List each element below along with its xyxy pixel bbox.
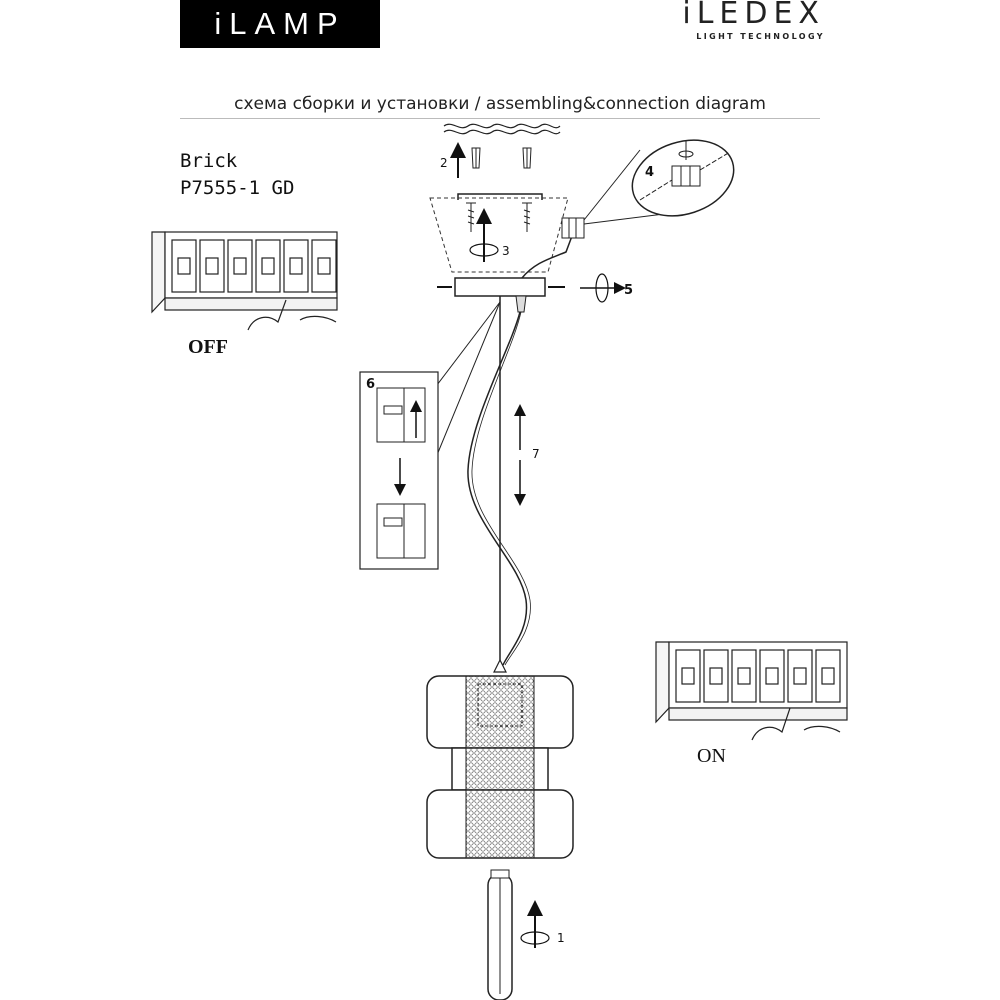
diagram-title: схема сборки и установки / assembling&co… — [234, 94, 766, 114]
cord-grip — [515, 295, 527, 313]
canopy-dashed-outline — [429, 197, 569, 273]
detail-panel-top — [376, 387, 426, 443]
step-2-label: 2 — [440, 156, 448, 170]
switch-on-label: ON — [697, 745, 726, 767]
lamp-socket-cap — [493, 658, 507, 673]
rotate-icon — [520, 931, 550, 945]
ceiling-mount-hatch — [443, 123, 561, 135]
iledex-logo: iLEDEX LIGHT TECHNOLOGY — [600, 0, 825, 46]
mounting-bracket — [457, 193, 543, 200]
detail-panel-bottom — [376, 503, 426, 559]
iledex-wordmark: iLEDEX — [682, 0, 825, 31]
wall-plug-right — [522, 147, 532, 169]
product-label: Brick P7555-1 GD — [180, 148, 294, 202]
step-7-label: 7 — [532, 447, 540, 461]
canopy-plate — [454, 277, 546, 297]
step-1-label: 1 — [557, 931, 565, 945]
lamp-shade — [426, 675, 574, 859]
step-5-label: 5 — [624, 283, 634, 298]
switch-panel-off — [151, 231, 338, 331]
step-3-label: 3 — [502, 244, 510, 258]
switch-panel-on — [655, 641, 848, 741]
terminal-block — [561, 217, 585, 239]
wall-plug-left — [471, 147, 481, 169]
callout-line — [436, 301, 501, 386]
light-bulb — [487, 869, 513, 1000]
step-4-label: 4 — [645, 165, 655, 180]
callout-line — [583, 149, 641, 221]
step-6-label: 6 — [366, 377, 376, 392]
product-code: P7555-1 GD — [180, 177, 295, 199]
ilamp-logo: iLAMP — [180, 0, 380, 48]
supply-wire — [521, 235, 573, 279]
switch-off-label: OFF — [188, 336, 228, 358]
title-divider — [180, 118, 820, 119]
iledex-tagline: LIGHT TECHNOLOGY — [696, 32, 825, 41]
power-cord — [467, 311, 528, 666]
mounting-screw-right — [522, 202, 532, 232]
rotate-icon — [469, 243, 499, 257]
mounting-screw-left — [466, 202, 476, 232]
product-name: Brick — [180, 150, 238, 172]
detail-terminal — [639, 140, 731, 201]
callout-line — [436, 301, 501, 456]
